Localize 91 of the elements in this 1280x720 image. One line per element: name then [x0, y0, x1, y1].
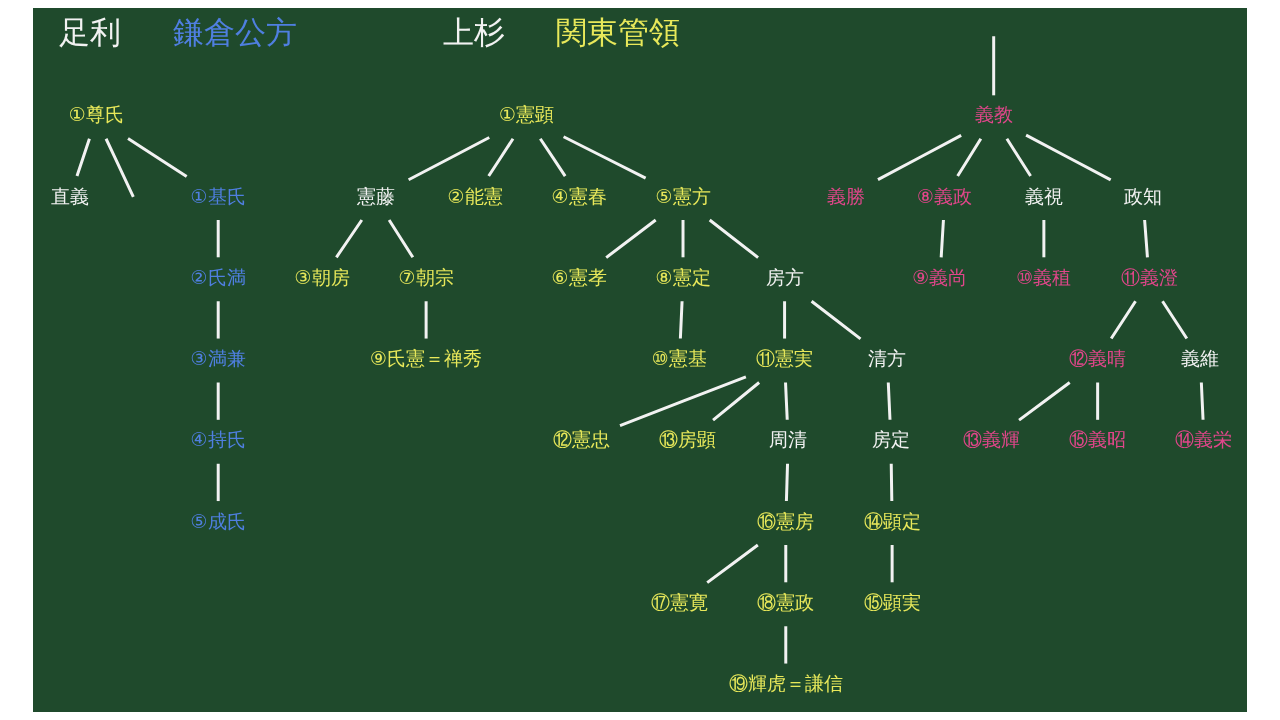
connector: [1161, 300, 1189, 340]
connector: [784, 382, 789, 420]
connector: [216, 382, 220, 420]
connector: [678, 301, 684, 339]
connector: [539, 137, 567, 177]
node-text: ⑦朝宗: [398, 265, 454, 289]
connector: [487, 137, 515, 177]
node-text: ⑩憲基: [651, 347, 707, 371]
node-text: ⑮義昭: [1069, 428, 1127, 452]
connector: [706, 543, 759, 584]
connector: [1005, 137, 1032, 177]
connector: [75, 138, 91, 177]
connector: [1143, 219, 1149, 258]
connector: [712, 381, 761, 422]
node-text: 義視: [1024, 184, 1063, 208]
connector: [216, 301, 220, 339]
node-text: 周清: [769, 428, 808, 452]
connector: [605, 218, 657, 259]
node-text: 房方: [765, 265, 804, 289]
connector: [886, 382, 892, 420]
node-text: 清方: [868, 347, 907, 371]
node-text: ②能憲: [447, 184, 503, 208]
node-text: 憲藤: [356, 184, 395, 208]
connector: [708, 218, 759, 259]
connector: [562, 135, 647, 180]
connector: [890, 545, 894, 583]
label: 上杉: [442, 13, 505, 50]
node-text: 直義: [51, 184, 90, 208]
node-text: ⑥憲孝: [551, 265, 607, 289]
node-text: ⑱憲政: [757, 590, 815, 614]
node-text: ⑮顕実: [863, 590, 921, 614]
node-text: ⑰憲寛: [650, 590, 708, 614]
connector: [407, 136, 490, 182]
connector: [619, 375, 747, 428]
connector: [681, 220, 685, 258]
connector: [104, 138, 135, 198]
node-text: ⑯憲房: [757, 509, 815, 533]
connector: [387, 219, 415, 259]
node-text: ⑤憲方: [655, 184, 711, 208]
connector: [784, 626, 788, 664]
label: 鎌倉公方: [172, 13, 297, 50]
connector: [1109, 300, 1137, 340]
node-text: ⑭義栄: [1175, 428, 1233, 452]
node-text: ⑪憲実: [756, 347, 814, 371]
connector: [1025, 133, 1112, 182]
connector: [956, 137, 983, 177]
node-text: ⑭顕定: [863, 509, 921, 533]
connector: [335, 219, 364, 259]
node-text: 房定: [871, 428, 910, 452]
connector: [992, 36, 996, 96]
connector: [216, 220, 220, 258]
node-text: ②氏満: [190, 265, 246, 289]
connector: [216, 463, 220, 502]
connector: [1096, 382, 1100, 420]
connector: [1042, 220, 1046, 258]
connector: [1199, 382, 1205, 420]
connector: [783, 301, 787, 339]
node-text: ⑫義晴: [1069, 347, 1127, 371]
connector: [784, 463, 790, 502]
connector: [1018, 381, 1071, 422]
connector: [939, 219, 945, 258]
node-text: ①基氏: [190, 184, 246, 208]
connector: [127, 137, 188, 178]
label: 関東管領: [556, 13, 681, 50]
node-text: ⑬房顕: [659, 428, 717, 452]
label: 足利: [59, 13, 122, 50]
node-text: ⑧義政: [917, 184, 973, 208]
node-text: ⑤成氏: [190, 509, 246, 533]
node-text: ⑧憲定: [655, 265, 711, 289]
connector: [784, 545, 788, 583]
connector: [810, 300, 862, 340]
node-text: 政知: [1124, 184, 1163, 208]
node-text: 義維: [1181, 347, 1220, 371]
connector: [889, 463, 894, 502]
node-text: ⑩義稙: [1016, 265, 1072, 289]
node-text: ⑫憲忠: [552, 428, 610, 452]
node-text: ⑲輝虎＝謙信: [728, 672, 843, 696]
node-text: ③朝房: [294, 265, 350, 289]
node-text: ⑨氏憲＝禅秀: [370, 347, 483, 371]
node-text: 義教: [974, 103, 1013, 127]
node-text: ⑬義輝: [962, 428, 1020, 452]
node-text: ①憲顕: [498, 103, 555, 127]
connector: [877, 134, 962, 181]
node-text: 義勝: [826, 184, 865, 208]
node-text: ⑨義尚: [912, 265, 968, 289]
node-text: ⑪義澄: [1120, 265, 1178, 289]
node-text: ①尊氏: [68, 103, 124, 127]
node-text: ④持氏: [190, 428, 246, 452]
node-text: ④憲春: [551, 184, 607, 208]
connector: [424, 301, 428, 339]
node-text: ③満兼: [190, 347, 246, 371]
